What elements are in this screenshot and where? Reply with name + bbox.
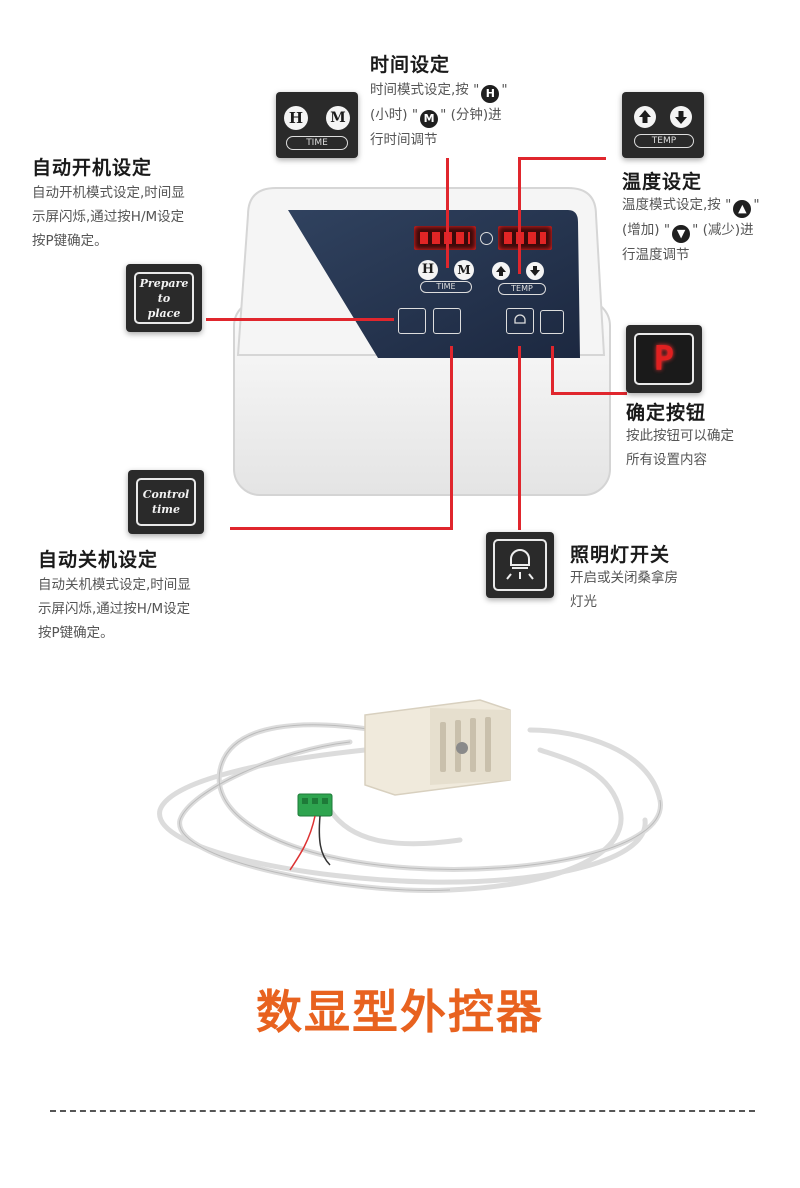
auto-off-line1: 自动关机模式设定,时间显 (38, 577, 191, 593)
panel-temp-down-button[interactable] (526, 262, 544, 280)
leader-prepare (206, 318, 394, 321)
m-key-icon: M (420, 110, 439, 128)
callout-hour-key: H (284, 106, 308, 130)
callout-minute-key: M (326, 106, 350, 130)
arrow-up-icon (639, 110, 651, 123)
leader-light (518, 346, 521, 530)
confirm-callout: P (626, 325, 702, 393)
auto-on-desc: 自动开机模式设定,时间显 示屏闪烁,通过按H/M设定 按P键确定。 (32, 181, 232, 253)
panel-minute-button[interactable]: M (454, 260, 474, 280)
control-callout: Control time (128, 470, 204, 534)
prepare-button-icon: Prepare to place (134, 272, 194, 324)
temp-setting-title: 温度设定 (622, 171, 703, 193)
callout-temp-caption: TEMP (634, 134, 694, 148)
auto-on-line2: 示屏闪烁,通过按H/M设定 (32, 209, 185, 225)
temp-desc-up: (增加) (622, 222, 660, 238)
panel-time-caption: TIME (420, 281, 472, 293)
leader-confirm-v (551, 346, 554, 394)
controller-device: H M TIME TEMP (228, 180, 616, 500)
temperature-display (498, 226, 552, 250)
time-keys-callout: H M TIME (276, 92, 358, 158)
h-key-icon: H (481, 85, 500, 103)
time-desc-hour: (小时) (370, 107, 408, 123)
temp-keys-callout: TEMP (622, 92, 704, 158)
panel-hour-button[interactable]: H (418, 260, 438, 280)
leader-control-h (230, 527, 453, 530)
arrow-down-icon (675, 111, 687, 124)
prepare-line2: to (157, 291, 171, 305)
prepare-line1: Prepare (139, 276, 189, 290)
auto-on-title: 自动开机设定 (32, 157, 153, 179)
auto-on-line1: 自动开机模式设定,时间显 (32, 185, 185, 201)
sensor-cable-drawing (157, 699, 663, 893)
temp-setting-desc: 温度模式设定,按 "▲" (增加) "▼" (减少)进 行温度调节 (622, 197, 760, 263)
panel-temp-up-button[interactable] (492, 262, 510, 280)
green-connector (289, 793, 333, 871)
time-desc-prefix: 时间模式设定,按 (370, 82, 469, 98)
dashed-separator (50, 1110, 755, 1112)
time-setting-title: 时间设定 (370, 54, 451, 76)
light-desc: 开启或关闭桑拿房 灯光 (570, 566, 740, 614)
down-key-icon: ▼ (672, 225, 691, 243)
light-title: 照明灯开关 (570, 544, 671, 566)
callout-time-caption: TIME (286, 136, 348, 150)
temp-desc-prefix: 温度模式设定,按 (622, 197, 721, 213)
confirm-button-icon: P (634, 333, 694, 385)
time-desc-minute: (分钟)进 (450, 107, 502, 123)
time-display (414, 226, 476, 250)
auto-off-title: 自动关机设定 (38, 549, 159, 571)
panel-control-button[interactable] (433, 308, 461, 334)
panel-confirm-button[interactable] (540, 310, 564, 334)
temp-desc-line3: 行温度调节 (622, 247, 690, 263)
confirm-line2: 所有设置内容 (626, 452, 707, 468)
auto-off-desc: 自动关机模式设定,时间显 示屏闪烁,通过按H/M设定 按P键确定。 (38, 573, 238, 645)
light-bulb-icon (506, 548, 534, 580)
control-button-icon: Control time (136, 478, 196, 526)
up-key-icon: ▲ (733, 200, 752, 218)
temp-desc-down: (减少)进 (702, 222, 754, 238)
time-desc-line3: 行时间调节 (370, 132, 438, 148)
confirm-title: 确定按钮 (626, 402, 707, 424)
auto-off-line3: 按P键确定。 (38, 625, 114, 641)
light-line2: 灯光 (570, 594, 597, 610)
auto-off-line2: 示屏闪烁,通过按H/M设定 (38, 601, 191, 617)
confirm-p-glyph: P (653, 339, 675, 379)
leader-control-v (450, 346, 453, 529)
callout-temp-down-key (670, 106, 692, 128)
prepare-line3: place (147, 306, 181, 320)
light-callout (486, 532, 554, 598)
prepare-callout: Prepare to place (126, 264, 202, 332)
leader-confirm-h (551, 392, 627, 395)
time-setting-desc: 时间模式设定,按 "H" (小时) "M" (分钟)进 行时间调节 (370, 82, 508, 148)
confirm-line1: 按此按钮可以确定 (626, 428, 734, 444)
light-line1: 开启或关闭桑拿房 (570, 570, 678, 586)
leader-temp-v (518, 157, 521, 274)
clock-icon (480, 232, 493, 245)
sensor-housing (364, 699, 511, 796)
confirm-desc: 按此按钮可以确定 所有设置内容 (626, 424, 796, 472)
light-button-frame (493, 539, 547, 591)
leader-temp-h (518, 157, 606, 160)
leader-time (446, 158, 449, 268)
product-headline: 数显型外控器 (256, 985, 544, 1039)
panel-temp-caption: TEMP (498, 283, 546, 295)
control-line1: Control (142, 488, 190, 501)
control-line2: time (152, 503, 180, 516)
panel-prepare-button[interactable] (398, 308, 426, 334)
panel-light-button[interactable] (506, 308, 534, 334)
auto-on-line3: 按P键确定。 (32, 233, 108, 249)
callout-temp-up-key (634, 106, 656, 128)
panel-light-icon (514, 314, 526, 324)
temperature-sensor-photo (150, 690, 670, 910)
